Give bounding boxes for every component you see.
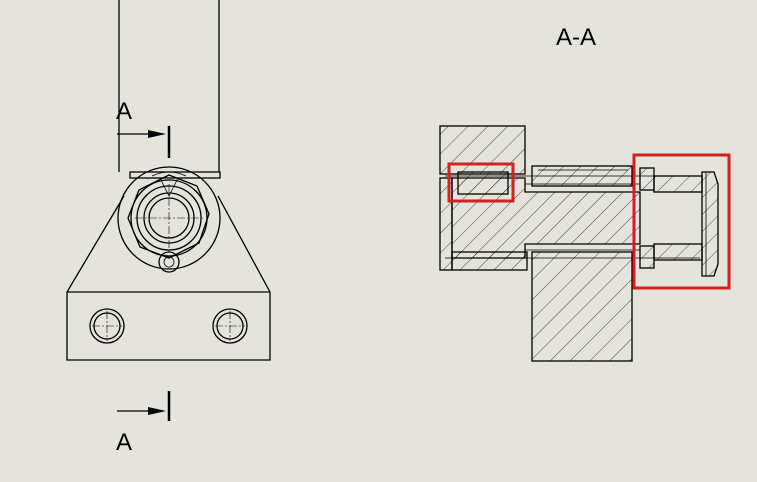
indexing-plunger-knob <box>117 166 221 273</box>
bracket-plate-outline <box>66 195 271 361</box>
mounting-hole-left <box>89 308 125 344</box>
lower-block <box>531 251 633 362</box>
left-block <box>439 125 526 175</box>
end-knob <box>701 171 719 277</box>
section-arrow-top <box>117 126 171 158</box>
pin-upper <box>653 175 703 193</box>
front-view: A A <box>66 0 271 456</box>
section-marker-top: A <box>116 98 132 125</box>
lower-sleeve-left <box>451 251 528 271</box>
collar-upper <box>639 167 655 191</box>
section-arrow-bottom <box>117 391 171 421</box>
collar-lower <box>639 245 655 269</box>
highlight-box-left <box>447 162 515 203</box>
section-marker-bottom: A <box>116 429 132 456</box>
highlight-box-right <box>632 153 731 290</box>
section-view-title: A-A <box>556 24 596 51</box>
section-view: A-A <box>439 24 731 362</box>
key-pin <box>457 171 509 195</box>
pin-lower <box>653 243 703 261</box>
mounting-hole-right <box>212 308 248 344</box>
